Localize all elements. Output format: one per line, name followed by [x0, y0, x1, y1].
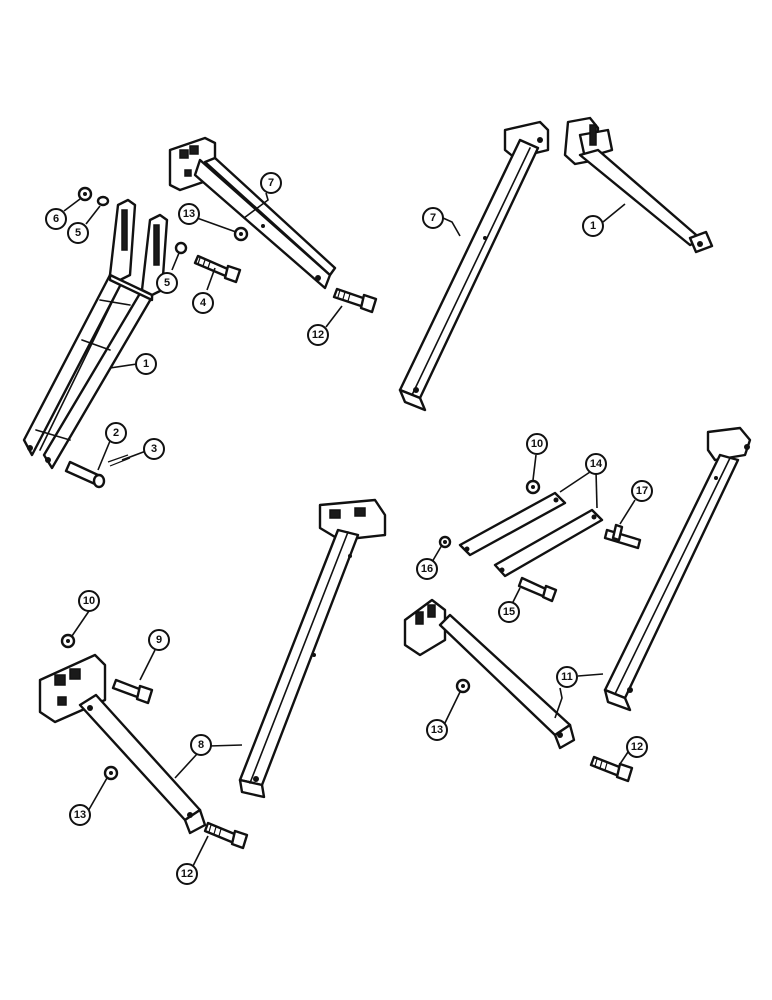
yoke-bar-assembly: [22, 198, 169, 470]
callout-12: 12: [307, 324, 329, 346]
strap-part-14a: [458, 491, 567, 557]
callout-15: 15: [498, 601, 520, 623]
pin-part-2: [64, 460, 106, 489]
washer-part-5a: [96, 195, 110, 207]
callout-9: 9: [148, 629, 170, 651]
svg-text:1: 1: [590, 220, 596, 232]
callout-10: 10: [526, 433, 548, 455]
strap-part-14b: [493, 508, 604, 578]
callout-17: 17: [631, 480, 653, 502]
pin-part-17: [603, 523, 642, 550]
callout-7: 7: [422, 207, 444, 229]
callout-11: 11: [556, 666, 578, 688]
bracket-arm-part-11: [403, 598, 576, 750]
svg-text:10: 10: [531, 438, 543, 450]
svg-text:13: 13: [431, 724, 443, 736]
callout-14: 14: [585, 453, 607, 475]
bolt-part-9: [111, 678, 154, 705]
bolt-part-4: [193, 254, 242, 284]
callout-16: 16: [416, 558, 438, 580]
svg-text:7: 7: [268, 177, 274, 189]
svg-text:5: 5: [75, 227, 81, 239]
nut-part-10b: [60, 633, 76, 649]
callout-5: 5: [156, 272, 178, 294]
cotter-part-3: [107, 454, 131, 467]
nut-part-13c: [103, 765, 119, 781]
svg-text:10: 10: [83, 595, 95, 607]
callout-7: 7: [260, 172, 282, 194]
tube-part-11: [603, 426, 752, 712]
callout-13: 13: [178, 203, 200, 225]
nut-part-16: [438, 535, 452, 549]
callout-4: 4: [192, 292, 214, 314]
callout-8: 8: [190, 734, 212, 756]
callout-1: 1: [135, 353, 157, 375]
tube-part-7b: [398, 120, 550, 412]
svg-text:11: 11: [561, 671, 573, 683]
tube-part-8: [238, 498, 387, 799]
callout-12: 12: [626, 736, 648, 758]
callout-10: 10: [78, 590, 100, 612]
svg-text:12: 12: [312, 329, 324, 341]
leader-lines: [63, 192, 636, 873]
bracket-arm-part-7a: [168, 136, 337, 290]
svg-text:13: 13: [183, 208, 195, 220]
nut-part-13b: [455, 678, 471, 694]
washer-part-5b: [174, 241, 188, 255]
callout-1: 1: [582, 215, 604, 237]
svg-text:6: 6: [53, 213, 59, 225]
svg-text:5: 5: [164, 277, 170, 289]
callout-13: 13: [426, 719, 448, 741]
nut-part-6: [77, 186, 93, 202]
svg-text:12: 12: [631, 741, 643, 753]
bracket-arm-part-8: [38, 653, 207, 835]
callout-12: 12: [176, 863, 198, 885]
bolt-part-12a: [332, 287, 378, 314]
nut-part-13a: [233, 226, 249, 242]
callout-13: 13: [69, 804, 91, 826]
svg-text:3: 3: [151, 443, 157, 455]
svg-text:16: 16: [421, 563, 433, 575]
svg-text:9: 9: [156, 634, 162, 646]
callout-5: 5: [67, 222, 89, 244]
svg-text:8: 8: [198, 739, 204, 751]
bolt-part-12c: [203, 821, 249, 850]
svg-text:1: 1: [143, 358, 149, 370]
svg-text:7: 7: [430, 212, 436, 224]
callout-2: 2: [105, 422, 127, 444]
svg-text:15: 15: [503, 606, 515, 618]
bolt-part-12b: [589, 755, 634, 783]
svg-text:14: 14: [590, 458, 603, 470]
callout-6: 6: [45, 208, 67, 230]
callout-3: 3: [143, 438, 165, 460]
svg-text:2: 2: [113, 427, 119, 439]
svg-text:13: 13: [74, 809, 86, 821]
svg-text:12: 12: [181, 868, 193, 880]
bolt-part-15: [517, 576, 558, 603]
yoke-bar-part-1b: [563, 116, 714, 254]
svg-text:4: 4: [200, 297, 207, 309]
nut-part-10a: [525, 479, 541, 495]
svg-text:17: 17: [636, 485, 648, 497]
